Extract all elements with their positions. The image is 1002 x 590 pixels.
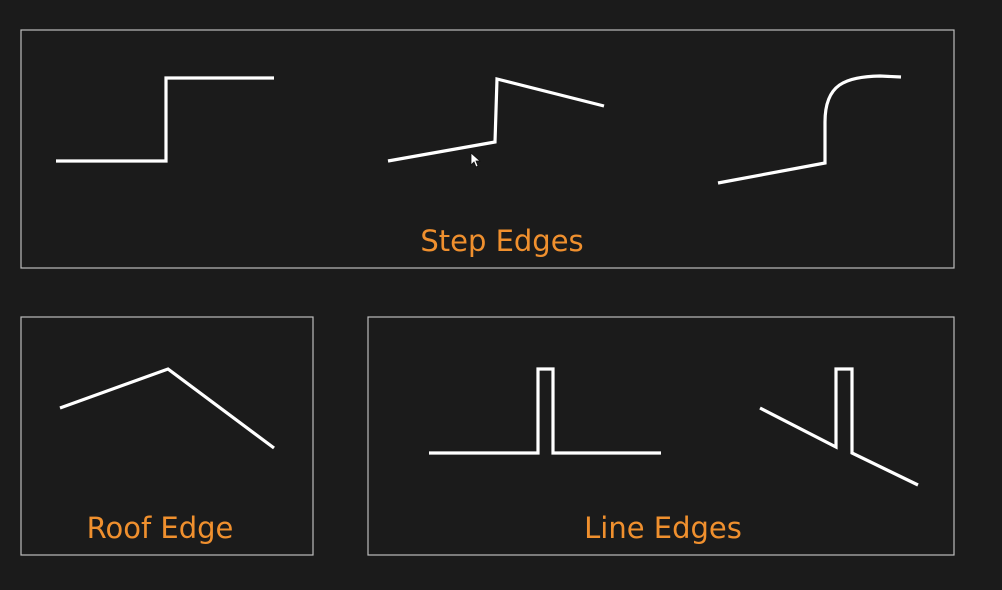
step-edges-label: Step Edges [420,224,583,258]
smooth-step-edge [717,74,902,185]
ideal-step-edge [56,76,274,163]
roof-edge-label: Roof Edge [87,511,234,545]
roof-edge-frame [20,316,314,556]
step-edges-frame [20,29,955,269]
mouse-pointer-icon [470,152,482,168]
step-edges-panel: Step Edges [20,29,955,269]
line-edges-label: Line Edges [584,511,742,545]
line-edges-panel: Line Edges [367,316,955,556]
ramped-line-edge [759,367,919,487]
roof-edge-panel: Roof Edge [20,316,314,556]
line-edges-frame [367,316,955,556]
roof-edge [59,367,275,450]
ramped-step-edge [387,76,605,163]
ideal-line-edge [429,367,661,455]
